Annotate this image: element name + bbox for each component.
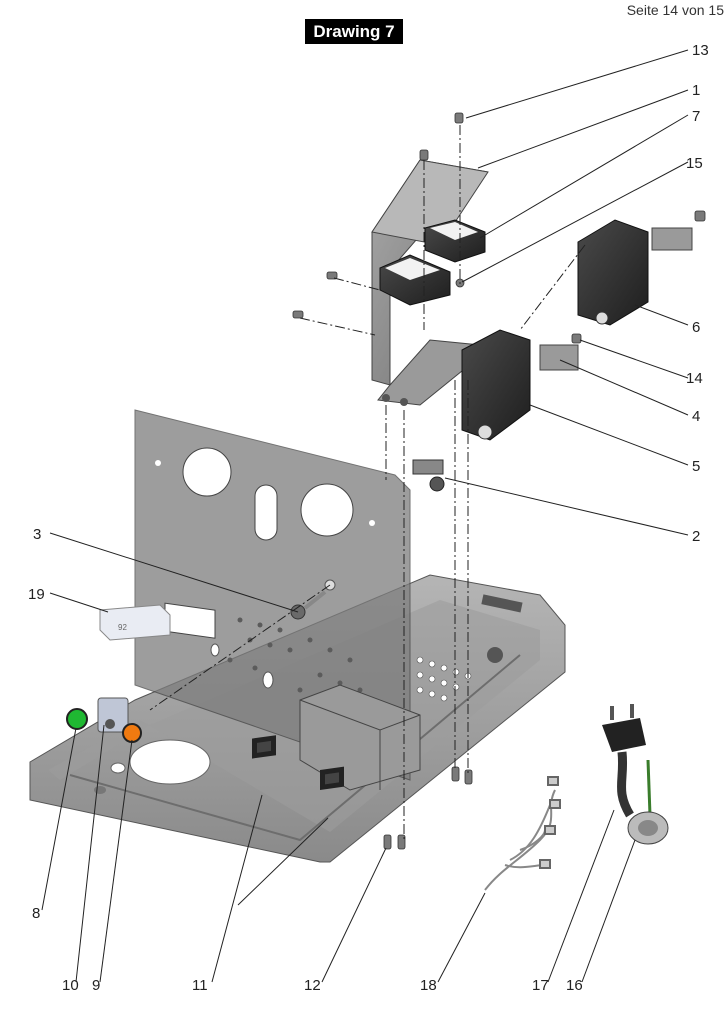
callout-5: 5 — [692, 458, 700, 475]
callout-2: 2 — [692, 528, 700, 545]
callout-16: 16 — [566, 977, 583, 994]
upper-bracket — [371, 159, 489, 406]
callout-14: 14 — [686, 370, 703, 387]
relay-modules — [379, 219, 486, 306]
callout-6: 6 — [692, 319, 700, 336]
callout-19: 19 — [28, 586, 45, 603]
callout-12: 12 — [304, 977, 321, 994]
callout-10: 10 — [62, 977, 79, 994]
callout-1: 1 — [692, 82, 700, 99]
filter-block-label: 92 — [118, 623, 127, 632]
wiring-harness — [484, 776, 561, 891]
callout-labels: 13 1 7 15 6 14 4 5 2 3 19 8 10 9 11 12 1… — [28, 42, 709, 994]
filter-block: 92 — [99, 604, 171, 641]
callout-15: 15 — [686, 155, 703, 172]
transformer-6 — [577, 219, 693, 326]
callout-4: 4 — [692, 408, 700, 425]
callout-3: 3 — [33, 526, 41, 543]
power-cord — [602, 704, 669, 845]
screws — [292, 112, 706, 850]
page-number: Seite 14 von 15 — [626, 2, 724, 18]
drawing-title: Drawing 7 — [305, 19, 403, 44]
callout-8: 8 — [32, 905, 40, 922]
rocker-switches — [252, 735, 344, 791]
transformer-5 — [461, 329, 579, 441]
callout-18: 18 — [420, 977, 437, 994]
transformer-housing — [299, 684, 421, 791]
callout-13: 13 — [692, 42, 709, 59]
assembly-lines — [149, 125, 586, 840]
leader-lines — [41, 49, 689, 983]
callout-9: 9 — [92, 977, 100, 994]
callout-17: 17 — [532, 977, 549, 994]
callout-11: 11 — [192, 977, 208, 994]
callout-7: 7 — [692, 108, 700, 125]
front-indicators — [66, 697, 142, 743]
thermostat — [412, 459, 445, 492]
